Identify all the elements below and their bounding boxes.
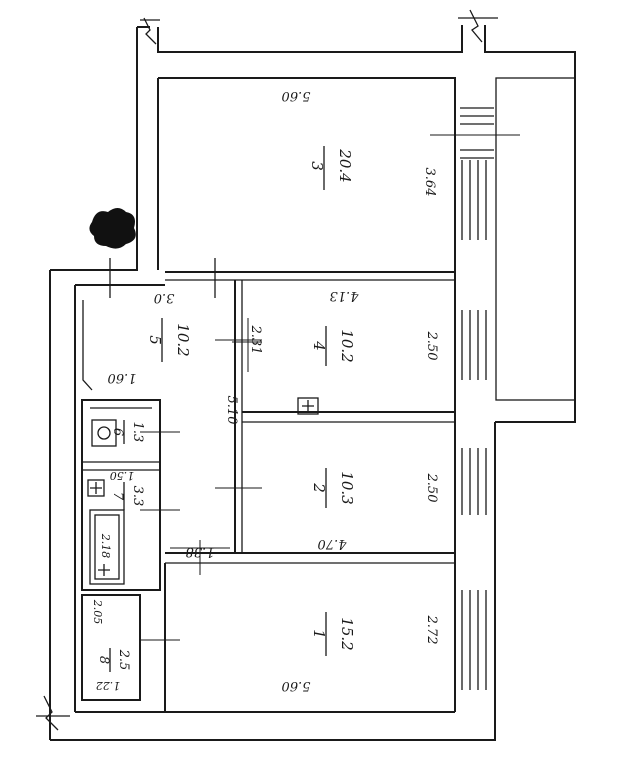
cross-mark-icon <box>87 479 110 576</box>
room-6-labels: 6 1.3 <box>110 420 145 444</box>
exterior-walls <box>49 25 576 741</box>
room-1-labels: 1 15.2 2.72 5.60 1.38 <box>186 544 439 693</box>
room-8-number: 8 <box>96 656 111 664</box>
room-5-number: 5 <box>146 335 164 345</box>
room-3-number: 3 <box>308 161 326 171</box>
room-3-labels: 5.60 3 20.4 3.64 <box>282 88 437 196</box>
room-7-area: 3.3 <box>130 486 145 507</box>
room-2-area: 10.3 <box>338 471 356 504</box>
vent-icon <box>297 397 319 415</box>
room-4-width: 4.13 <box>330 288 360 303</box>
room-2-width: 4.70 <box>318 536 348 551</box>
toilet <box>91 419 117 447</box>
room-5-area: 10.2 <box>174 323 192 356</box>
room-6-number: 6 <box>110 428 125 436</box>
bathtub <box>89 509 125 585</box>
room-2-number: 2 <box>310 482 328 493</box>
dimension-lines <box>140 134 520 641</box>
room-2-depth: 2.50 <box>424 473 439 503</box>
room-1-area: 15.2 <box>338 617 356 650</box>
room-7-number: 7 <box>110 492 125 501</box>
room-8-width: 1.22 <box>96 679 121 692</box>
room-8-depth: 2.05 <box>91 599 104 625</box>
room-4-depth: 2.50 <box>424 331 439 361</box>
room-4-number: 4 <box>310 340 328 351</box>
room-4-labels: 4.13 4 10.2 2.50 2.31 <box>248 288 439 366</box>
break-line-icon <box>36 9 498 731</box>
room-1-width: 5.60 <box>282 678 311 693</box>
room-1-hall: 1.38 <box>186 544 215 559</box>
room-2-labels: 2 10.3 2.50 4.70 <box>310 468 439 551</box>
room-5-width: 3.0 <box>154 290 175 305</box>
room-7-width: 1.50 <box>110 469 135 482</box>
room-4-area: 10.2 <box>338 329 356 362</box>
room-3-area: 20.4 <box>336 148 354 182</box>
windows <box>109 107 494 690</box>
interior-walls <box>81 271 455 712</box>
room-1-depth: 2.72 <box>424 615 439 645</box>
room-3-depth: 3.64 <box>422 168 437 197</box>
room-7-bath: 2.18 <box>99 533 112 559</box>
room-4-side: 2.31 <box>248 325 263 355</box>
room-7-labels: 1.50 7 3.3 2.18 <box>99 469 145 558</box>
room-1-number: 1 <box>310 629 328 639</box>
room-3-width: 5.60 <box>282 88 311 103</box>
room-5-labels: 3.0 5 10.2 5.10 1.60 <box>108 290 239 424</box>
room-5-wide: 1.60 <box>108 370 137 385</box>
room-8-area: 2.5 <box>116 649 131 671</box>
stamp-icon <box>89 208 136 249</box>
room-6-area: 1.3 <box>130 422 145 443</box>
room-5-length: 5.10 <box>224 396 239 425</box>
room-8-labels: 2.05 8 2.5 1.22 <box>91 599 131 692</box>
